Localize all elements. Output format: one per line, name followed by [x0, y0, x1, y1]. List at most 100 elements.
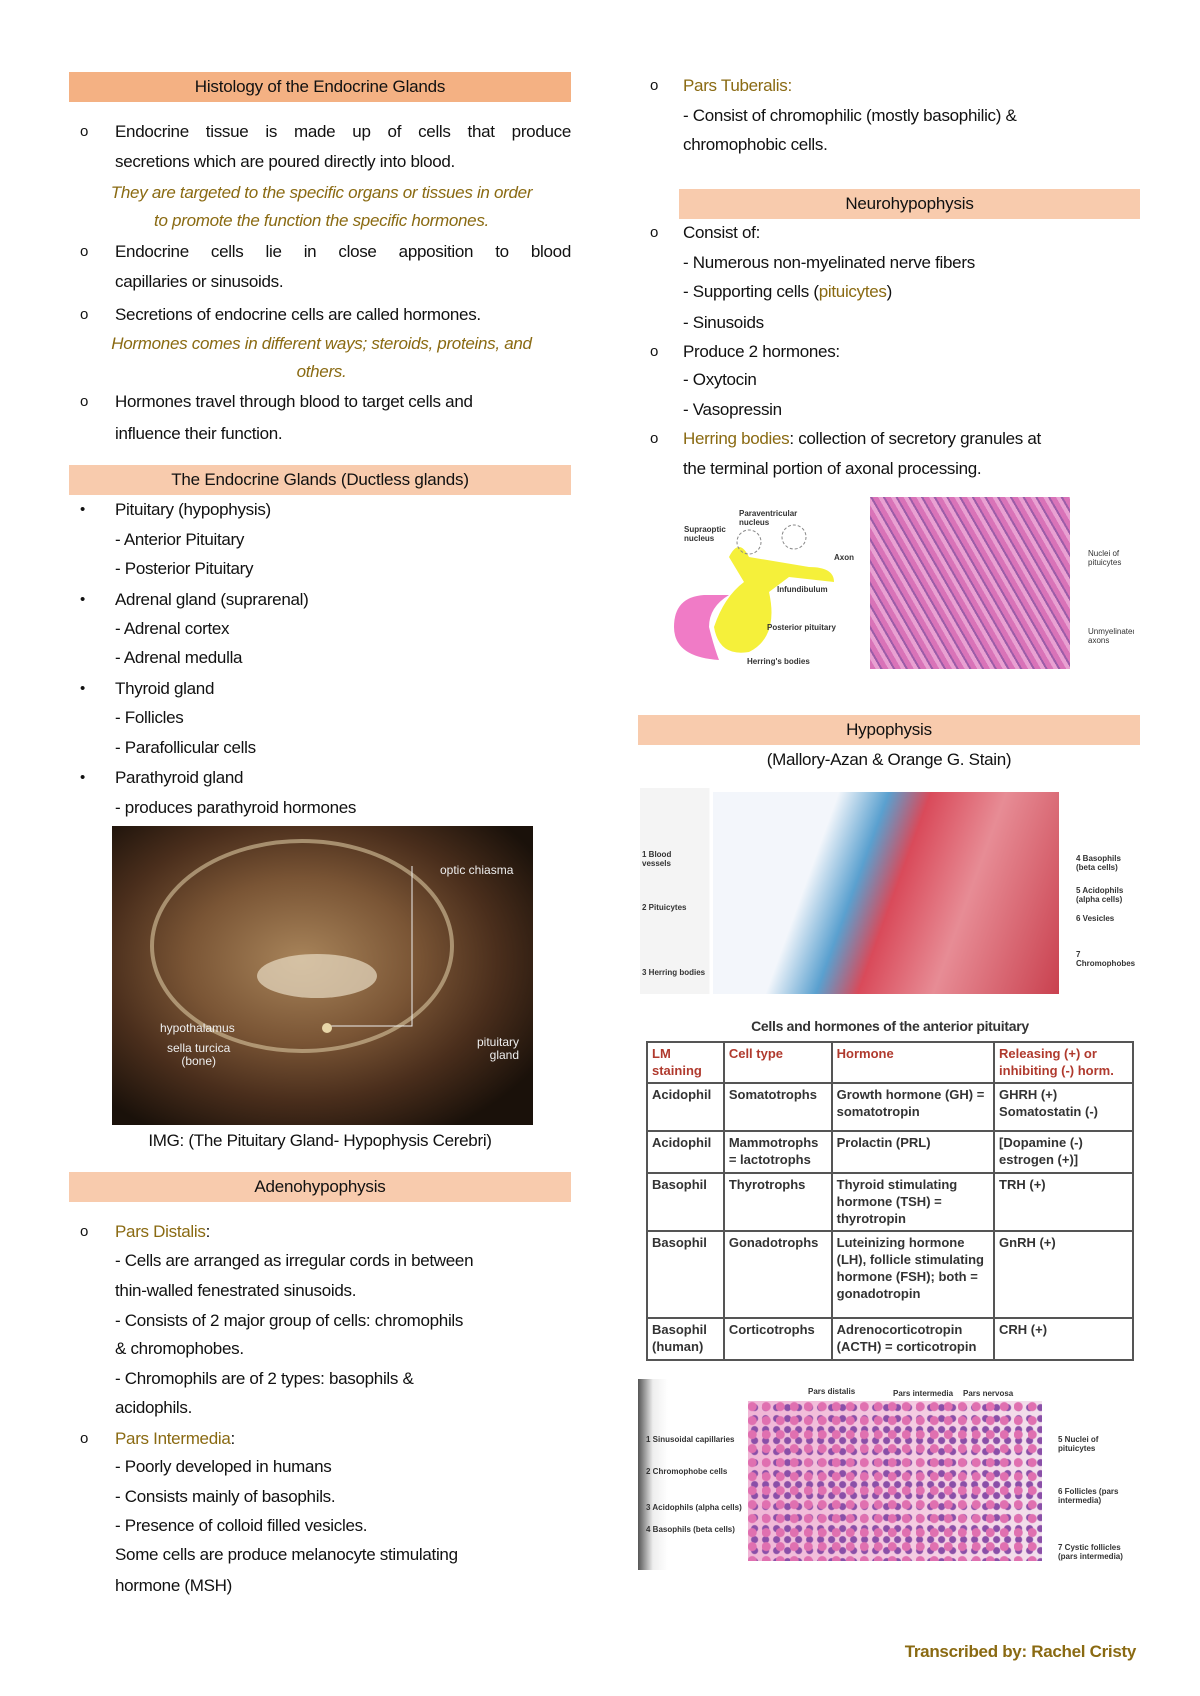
- bullet-circle-icon: o: [80, 306, 89, 323]
- text-line: Endocrine tissue is made up of cells tha…: [115, 122, 571, 141]
- cell: Corticotrophs: [722, 1317, 833, 1361]
- label-sella-turcica: sella turcica (bone): [167, 1041, 231, 1068]
- text-line: to promote the function the specific hor…: [154, 211, 489, 230]
- text-line: - produces parathyroid hormones: [115, 798, 357, 817]
- cell: [Dopamine (-) estrogen (+)]: [993, 1130, 1134, 1174]
- col-header: Releasing (+) or inhibiting (-) horm.: [993, 1041, 1134, 1084]
- text-line: thin-walled fenestrated sinusoids.: [115, 1281, 357, 1300]
- cell: Thyrotrophs: [722, 1172, 833, 1232]
- text-line: - Consist of chromophilic (mostly basoph…: [683, 106, 1017, 125]
- anterior-pituitary-table: LM staining Cell type Hormone Releasing …: [646, 1041, 1134, 1361]
- label-chromophobe-cells: 2 Chromophobe cells: [646, 1467, 728, 1476]
- bullet-dot-icon: •: [80, 591, 86, 608]
- label-posterior-pituitary: Posterior pituitary: [767, 623, 836, 632]
- bullet-circle-icon: o: [80, 243, 89, 260]
- bullet-circle-icon: o: [650, 224, 659, 241]
- label-supraoptic: Supraoptic nucleus: [684, 525, 726, 543]
- brain-image-caption: IMG: (The Pituitary Gland- Hypophysis Ce…: [148, 1131, 492, 1150]
- label-vesicles: 6 Vesicles: [1076, 914, 1115, 923]
- text-segment: :: [205, 1222, 211, 1241]
- cell: Acidophil: [646, 1130, 725, 1174]
- pars-micrograph: Pars distalis Pars intermedia Pars nervo…: [638, 1379, 1134, 1570]
- label-pars-distalis: Pars distalis: [808, 1387, 856, 1396]
- micrograph-tissue: [870, 497, 1070, 669]
- bullet-circle-icon: o: [650, 77, 659, 94]
- brain-sagittal-image: optic chiasma hypothalamus sella turcica…: [112, 826, 533, 1125]
- cell: Mammotrophs = lactotrophs: [722, 1130, 833, 1174]
- cell: Prolactin (PRL): [830, 1130, 996, 1174]
- brain-illustration: [150, 839, 454, 1053]
- text-line: - Posterior Pituitary: [115, 559, 254, 578]
- bullet-circle-icon: o: [80, 1223, 89, 1240]
- label-blood-vessels: 1 Blood vessels: [642, 850, 672, 868]
- cell: GnRH (+): [993, 1230, 1134, 1319]
- text-line: chromophobic cells.: [683, 135, 828, 154]
- text-line: Pituitary (hypophysis): [115, 500, 271, 519]
- label-axon: Axon: [834, 553, 854, 562]
- micrograph-tissue: [713, 792, 1059, 994]
- neurohypophysis-diagram: Paraventricular nucleus Supraoptic nucle…: [669, 497, 859, 669]
- text-segment: - Supporting cells (: [683, 282, 819, 301]
- label-follicles: 6 Follicles (pars intermedia): [1058, 1487, 1119, 1505]
- text-line: - Oxytocin: [683, 370, 757, 389]
- bullet-circle-icon: o: [80, 393, 89, 410]
- bullet-circle-icon: o: [80, 1430, 89, 1447]
- cell: Basophil (human): [646, 1317, 725, 1361]
- label-nuclei-pituicytes: 5 Nuclei of pituicytes: [1058, 1435, 1099, 1453]
- cell: Acidophil: [646, 1082, 725, 1132]
- cell: Thyroid stimulating hormone (TSH) = thyr…: [830, 1172, 996, 1232]
- text-line: influence their function.: [115, 424, 283, 443]
- text-line: Herring bodies: collection of secretory …: [683, 428, 1041, 450]
- cell: Growth hormone (GH) = somatotropin: [830, 1082, 996, 1132]
- label-pars-intermedia: Pars intermedia: [893, 1389, 954, 1398]
- text-line: - Anterior Pituitary: [115, 530, 245, 549]
- bullet-dot-icon: •: [80, 680, 86, 697]
- label-hypothalamus: hypothalamus: [160, 1021, 235, 1035]
- text-segment: : collection of secretory granules at: [789, 429, 1041, 448]
- label-acidophils: 3 Acidophils (alpha cells): [646, 1503, 742, 1512]
- text-line: - Adrenal medulla: [115, 648, 243, 667]
- col-header: Hormone: [830, 1041, 996, 1084]
- label-unmyelinated-axons: Unmyelinated axons: [1088, 627, 1134, 645]
- text-line: others.: [296, 362, 347, 381]
- text-line: - Consists mainly of basophils.: [115, 1487, 336, 1506]
- cell: Basophil: [646, 1172, 725, 1232]
- text-line: Thyroid gland: [115, 679, 215, 698]
- text-line: - Presence of colloid filled vesicles.: [115, 1516, 368, 1535]
- text-line: - Sinusoids: [683, 313, 764, 332]
- text-line: Endocrine cells lie in close apposition …: [115, 242, 571, 261]
- text-line: Pars Distalis:: [115, 1221, 210, 1243]
- text-line: capillaries or sinusoids.: [115, 272, 284, 291]
- text-line: - Consists of 2 major group of cells: ch…: [115, 1311, 464, 1330]
- text-segment: :: [230, 1429, 236, 1448]
- highlighted-term: pituicytes: [818, 282, 887, 301]
- text-line: - Parafollicular cells: [115, 738, 256, 757]
- hypophysis-mallory-micrograph: 1 Blood vessels 2 Pituicytes 3 Herring b…: [640, 788, 1137, 994]
- cell: Somatotrophs: [722, 1082, 833, 1132]
- text-line: Some cells are produce melanocyte stimul…: [115, 1545, 458, 1564]
- text-line: - Supporting cells (pituicytes): [683, 281, 892, 303]
- transcriber-credit: Transcribed by: Rachel Cristy: [904, 1642, 1137, 1661]
- cell: Luteinizing hormone (LH), follicle stimu…: [830, 1230, 996, 1319]
- text-line: Hormones comes in different ways; steroi…: [111, 334, 532, 353]
- highlighted-term: Pars Intermedia: [115, 1429, 231, 1448]
- label-optic-chiasma: optic chiasma: [440, 863, 514, 877]
- cell: TRH (+): [993, 1172, 1134, 1232]
- bullet-circle-icon: o: [650, 430, 659, 447]
- text-line: Secretions of endocrine cells are called…: [115, 305, 481, 324]
- table-title: Cells and hormones of the anterior pitui…: [751, 1018, 1029, 1034]
- cell: Basophil: [646, 1230, 725, 1319]
- text-line: - Numerous non-myelinated nerve fibers: [683, 253, 975, 272]
- table-header-row: LM staining Cell type Hormone Releasing …: [646, 1041, 1134, 1084]
- bullet-dot-icon: •: [80, 769, 86, 786]
- highlighted-term: Pars Distalis: [115, 1222, 206, 1241]
- text-line: - Adrenal cortex: [115, 619, 230, 638]
- cell: Gonadotrophs: [722, 1230, 833, 1319]
- header-endocrine-glands: The Endocrine Glands (Ductless glands): [69, 465, 571, 495]
- text-line: acidophils.: [115, 1398, 193, 1417]
- header-hypophysis: Hypophysis: [638, 715, 1140, 745]
- label-acidophils: 5 Acidophils (alpha cells): [1076, 886, 1124, 904]
